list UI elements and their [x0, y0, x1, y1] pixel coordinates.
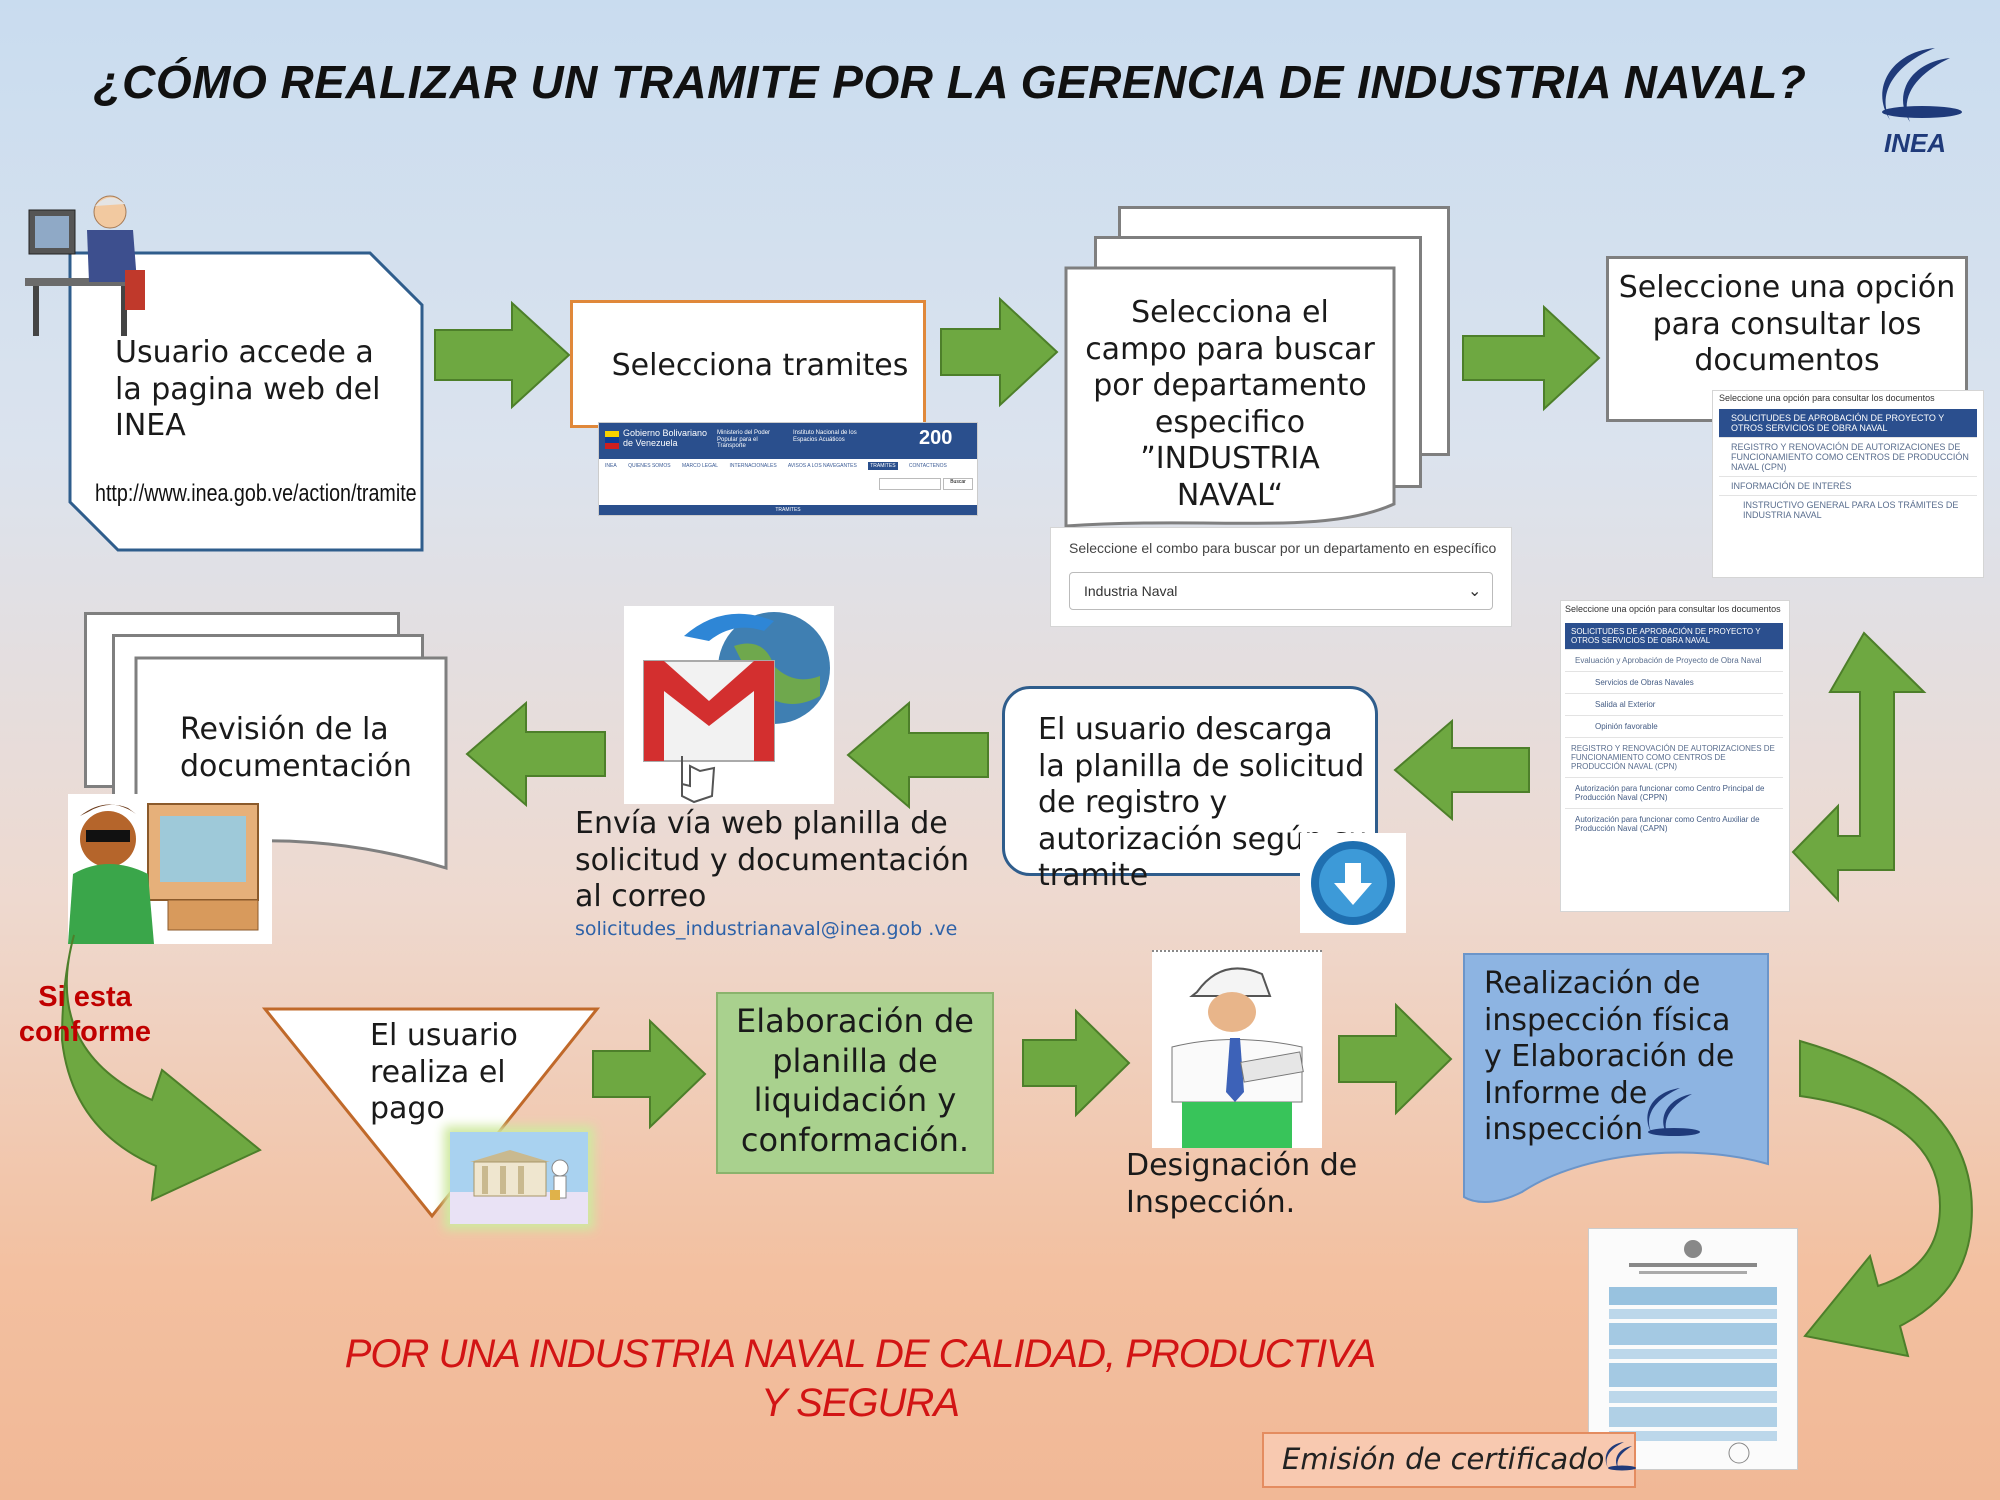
- inea-small-logo-icon: [1647, 1088, 1700, 1136]
- inea-tiny-logo-icon: [1605, 1442, 1636, 1471]
- reviewer-at-computer-icon: [68, 794, 272, 944]
- options-panel: Seleccione una opción para consultar los…: [1712, 390, 1984, 578]
- step2-text: Selecciona tramites: [611, 348, 909, 383]
- conditional-label: Si esta conforme: [18, 981, 152, 1048]
- step1-url[interactable]: http://www.inea.gob.ve/action/tramite: [95, 480, 417, 507]
- step3-card-front: [1064, 266, 1396, 528]
- expanded-item-solicitudes[interactable]: SOLICITUDES DE APROBACIÓN DE PROYECTO Y …: [1565, 623, 1783, 650]
- options-panel-list: SOLICITUDES DE APROBACIÓN DE PROYECTO Y …: [1719, 409, 1977, 524]
- option-item-solicitudes[interactable]: SOLICITUDES DE APROBACIÓN DE PROYECTO Y …: [1719, 409, 1977, 438]
- venezuela-flag-icon: [605, 431, 619, 449]
- nav-item[interactable]: AVISOS A LOS NAVEGANTES: [787, 463, 857, 469]
- web-banner-search-input[interactable]: [879, 478, 941, 490]
- step11-text: Realización de inspección física y Elabo…: [1484, 966, 1735, 1148]
- nav-item[interactable]: MARCO LEGAL: [681, 463, 719, 469]
- step8-triangle: [262, 1007, 601, 1219]
- flow-arrow-4: [1393, 718, 1530, 822]
- options-panel-expanded: Seleccione una opción para consultar los…: [1560, 600, 1790, 912]
- nav-item-tramites[interactable]: TRAMITES: [868, 462, 898, 470]
- option-item-informacion[interactable]: INFORMACIÓN DE INTERÉS: [1719, 477, 1977, 496]
- nav-item[interactable]: INTERNACIONALES: [729, 463, 777, 469]
- dept-selector-label: Seleccione el combo para buscar por un d…: [1069, 540, 1497, 556]
- inea-logo-icon: [1882, 48, 1962, 122]
- expanded-item-cppn[interactable]: Autorización para funcionar como Centro …: [1565, 778, 1783, 809]
- expanded-item-opinion[interactable]: Opinión favorable: [1565, 716, 1783, 738]
- payment-illustration-icon: [450, 1132, 588, 1224]
- web-banner-thumbnail: Gobierno Bolivariano de Venezuela Minist…: [598, 422, 978, 516]
- dept-selector-select[interactable]: Industria Naval ⌄: [1069, 572, 1493, 610]
- step7-text: Revisión de la documentación: [180, 712, 412, 784]
- nav-item[interactable]: CONTACTENOS: [908, 463, 947, 469]
- web-banner-search-button[interactable]: Buscar: [943, 478, 973, 490]
- step3-text: Selecciona el campo para buscar por depa…: [1085, 295, 1375, 513]
- dept-selector-panel: Seleccione el combo para buscar por un d…: [1050, 527, 1512, 627]
- footer-slogan: POR UNA INDUSTRIA NAVAL DE CALIDAD, PROD…: [300, 1330, 1420, 1428]
- step9-text: Elaboración de planilla de liquidación y…: [736, 1002, 974, 1160]
- user-at-computer-icon: [25, 195, 145, 336]
- step6-email[interactable]: solicitudes_industrianaval@inea.gob .ve: [575, 918, 958, 940]
- option-item-registro[interactable]: REGISTRO Y RENOVACIÓN DE AUTORIZACIONES …: [1719, 438, 1977, 477]
- flow-arrow-curved-right: [1799, 1039, 1973, 1358]
- expanded-item-registro[interactable]: REGISTRO Y RENOVACIÓN DE AUTORIZACIONES …: [1565, 738, 1783, 778]
- web-banner-ministry: Ministerio del Poder Popular para el Tra…: [717, 430, 771, 450]
- step11-document-shape: [1463, 953, 1769, 1203]
- flow-arrow-7: [592, 1018, 707, 1130]
- flow-arrow-3: [1462, 304, 1601, 412]
- flow-arrow-upturn: [1791, 631, 1927, 903]
- web-banner-institute: Instituto Nacional de los Espacios Acuát…: [793, 430, 857, 443]
- chevron-down-icon: ⌄: [1468, 583, 1482, 600]
- step5-text: El usuario descarga la planilla de solic…: [1038, 712, 1368, 894]
- flow-arrow-5: [846, 700, 989, 810]
- flow-arrow-9: [1338, 1002, 1453, 1116]
- footer-line1: POR UNA INDUSTRIA NAVAL DE CALIDAD, PROD…: [344, 1332, 1377, 1376]
- expanded-item-evaluacion[interactable]: Evaluación y Aprobación de Proyecto de O…: [1565, 650, 1783, 672]
- expanded-item-capn[interactable]: Autorización para funcionar como Centro …: [1575, 815, 1760, 833]
- web-banner-header: Gobierno Bolivariano de Venezuela Minist…: [599, 423, 977, 459]
- flow-arrow-8: [1022, 1008, 1131, 1118]
- step1-text: Usuario accede a la pagina web del INEA: [115, 335, 381, 444]
- web-banner-brand: Gobierno Bolivariano de Venezuela: [623, 428, 708, 448]
- expanded-item-salida[interactable]: Salida al Exterior: [1565, 694, 1783, 716]
- footer-line2: Y SEGURA: [761, 1380, 960, 1425]
- gmail-envelope-icon: [624, 606, 834, 804]
- step9-box: [716, 992, 994, 1174]
- inea-logo-text: INEA: [1883, 128, 1947, 158]
- step6-text: Envía vía web planilla de solicitud y do…: [575, 806, 970, 915]
- web-banner-nav: INEA QUIENES SOMOS MARCO LEGAL INTERNACI…: [605, 462, 947, 470]
- step10-text: Designación de Inspección.: [1126, 1148, 1358, 1220]
- step12-text: Emisión de certificado: [1282, 1442, 1605, 1476]
- inspector-illustration-icon: [1152, 950, 1322, 1148]
- inea-logo: INEA: [1840, 40, 1970, 160]
- web-banner-footer-bar: TRAMITES: [599, 505, 977, 515]
- step4-text: Seleccione una opción para consultar los…: [1618, 270, 1956, 379]
- step8-text: El usuario realiza el pago: [370, 1018, 518, 1127]
- expanded-item-servicios[interactable]: Servicios de Obras Navales: [1565, 672, 1783, 694]
- flow-arrow-curved-left: [60, 934, 262, 1202]
- options-panel-header: Seleccione una opción para consultar los…: [1719, 393, 1935, 403]
- step1-box-shape: [68, 251, 424, 552]
- flow-arrow-2: [940, 296, 1059, 408]
- download-icon: [1300, 833, 1406, 933]
- flow-arrow-1: [434, 300, 571, 410]
- dept-selector-value: Industria Naval: [1084, 583, 1178, 599]
- step12-box: [1262, 1432, 1636, 1488]
- nav-item[interactable]: QUIENES SOMOS: [628, 463, 671, 469]
- options-expanded-header: Seleccione una opción para consultar los…: [1565, 604, 1781, 614]
- page-title: ¿CÓMO REALIZAR UN TRAMITE POR LA GERENCI…: [93, 56, 1807, 108]
- flow-arrow-6: [465, 700, 606, 808]
- option-item-instructivo[interactable]: INSTRUCTIVO GENERAL PARA LOS TRÁMITES DE…: [1743, 500, 1959, 520]
- certificate-document-icon: [1588, 1228, 1798, 1470]
- nav-item[interactable]: INEA: [605, 463, 617, 469]
- web-banner-badge: 200: [919, 427, 953, 449]
- step2-box: [570, 300, 926, 428]
- options-expanded-list: SOLICITUDES DE APROBACIÓN DE PROYECTO Y …: [1565, 623, 1783, 839]
